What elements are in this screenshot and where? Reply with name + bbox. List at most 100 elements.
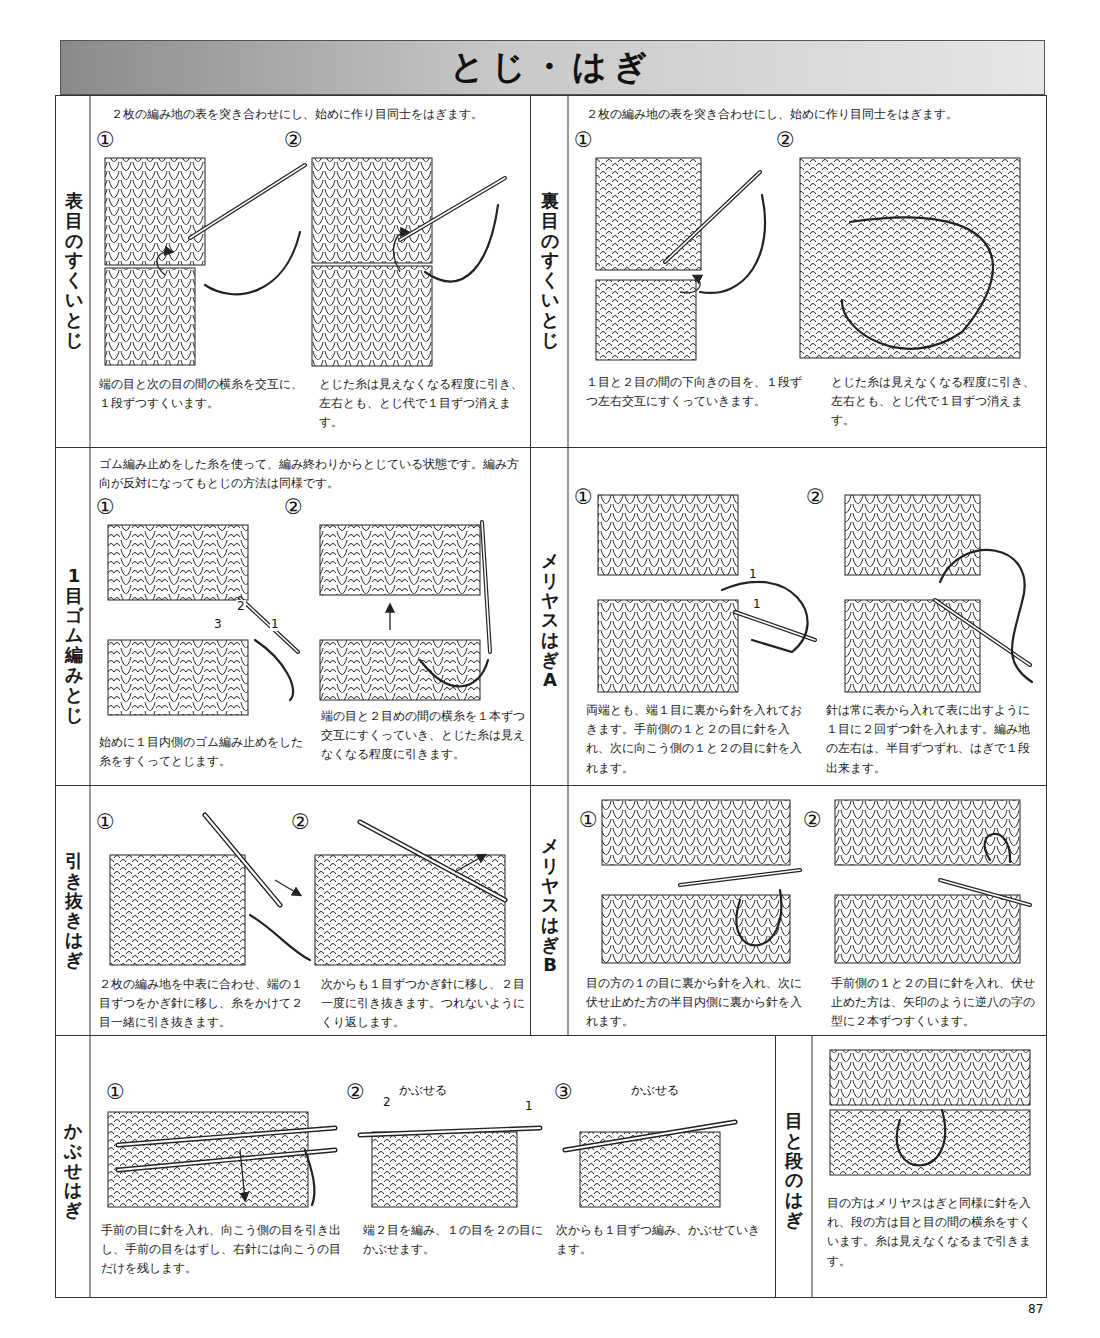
- knit-fabric: [598, 495, 738, 575]
- sewing-needle: [940, 880, 1030, 905]
- knit-fabric: [845, 600, 980, 692]
- intro-note: ゴム編み止めをした糸を使って、編み終わりからとじている状態です。編み方向が反対に…: [99, 455, 524, 493]
- knit-fabric: [105, 268, 195, 365]
- knitting-needle: [360, 1128, 540, 1135]
- callout-number: 1: [752, 598, 762, 611]
- callout-number: かぶせる: [630, 1084, 680, 1097]
- step-caption: 手前側の１と２の目に針を入れ、伏せ止めた方は、矢印のように逆八の字の型に２本ずつ…: [831, 974, 1041, 1032]
- step-caption: １目と２目の間の下向きの目を、１段ずつ左右交互にすくっていきます。: [586, 373, 806, 411]
- column-rule: [90, 95, 91, 1035]
- step-caption: 端の目と２目めの間の横糸を１本ずつ交互にすくっていき、とじた糸は見えなくなる程度…: [321, 707, 526, 765]
- knitting-needle: [118, 1150, 335, 1170]
- side-heading: 目と段のはぎ: [785, 1111, 803, 1230]
- step-caption: とじた糸は見えなくなる程度に引き、左右とも、とじ代で１目ずつ消えます。: [831, 373, 1041, 431]
- step-caption: 目の方はメリヤスはぎと同様に針を入れ、段の方は目と目の間の横糸をすくいます。糸は…: [827, 1194, 1039, 1271]
- sewing-needle: [935, 600, 1030, 665]
- step-caption: ２枚の編み地を中表に合わせ、端の１目ずつをかぎ針に移し、糸をかけて２目一緒に引き…: [99, 975, 304, 1033]
- fabric-swatches: [105, 158, 1030, 1207]
- sewing-needle: [940, 880, 1030, 905]
- step-caption: 端２目を編み、１の目を２の目にかぶせます。: [363, 1221, 543, 1259]
- callout-number: かぶせる: [398, 1084, 448, 1097]
- purl-fabric: [830, 1110, 1030, 1175]
- callout-number: 2: [382, 1096, 392, 1109]
- sewing-needle: [665, 172, 760, 262]
- sewing-needle: [935, 600, 1030, 665]
- column-rule: [90, 1035, 91, 1297]
- yarn: [305, 1150, 314, 1205]
- rib-fabric: [108, 640, 248, 715]
- step-caption: 針は常に表から入れて表に出すように１目に２回ずつ針を入れます。編み地の左右は、半…: [826, 701, 1041, 778]
- knitting-needle: [565, 1122, 735, 1150]
- sewing-needle: [680, 870, 800, 885]
- rib-fabric: [320, 640, 480, 700]
- technique-panel: メリヤスはぎA両端とも、端１目に裏から針を入れておきます。手前側の１と２の目に針…: [530, 447, 1047, 786]
- sewing-needle: [735, 612, 815, 640]
- side-heading: かぶせはぎ: [64, 1121, 82, 1220]
- step-number: ①: [573, 486, 594, 509]
- yarn: [722, 582, 808, 652]
- arrow: [240, 1150, 245, 1200]
- yarn: [205, 232, 300, 294]
- knitting-needle: [118, 1150, 335, 1170]
- knit-fabric: [105, 158, 205, 265]
- step-number: ②: [802, 809, 823, 832]
- sewing-needle: [240, 598, 298, 652]
- knit-fabric: [312, 158, 432, 263]
- knit-fabric: [602, 800, 790, 865]
- callout-number: 2: [236, 600, 246, 613]
- step-caption: 始めに１目内側のゴム編み止めをした糸をすくってとじます。: [99, 733, 304, 771]
- step-number: ①: [105, 1081, 126, 1104]
- side-heading: 1目ゴム編みとじ: [65, 566, 83, 724]
- yarn: [985, 834, 1010, 862]
- step-number: ①: [95, 129, 116, 152]
- garter-fabric: [372, 1132, 517, 1207]
- column-rule: [568, 95, 569, 1035]
- sewing-needle: [240, 598, 298, 652]
- step-number: ①: [95, 496, 116, 519]
- technique-panel: 目と段のはぎ目の方はメリヤスはぎと同様に針を入れ、段の方は目と目の間の横糸をすく…: [775, 1035, 1047, 1298]
- page-title: とじ・はぎ: [450, 44, 654, 90]
- step-caption: 端の目と次の目の間の横糸を交互に、１段ずつすくいます。: [99, 375, 304, 413]
- sewing-needle: [190, 165, 305, 238]
- sewing-needle: [665, 172, 760, 262]
- rib-fabric: [108, 525, 248, 600]
- purl-fabric: [800, 158, 1020, 358]
- side-heading: 表目のすくいとじ: [65, 191, 83, 349]
- yarn: [940, 550, 1032, 682]
- yarn-strands: [205, 195, 1032, 1205]
- crochet-hook: [360, 822, 505, 900]
- step-caption: 次からも１目ずつかぎ針に移し、２目一度に引き抜きます。つれないようにくり返します…: [321, 975, 526, 1033]
- step-number: ③: [553, 1081, 574, 1104]
- garter-fabric: [110, 855, 245, 965]
- sewing-needle: [400, 178, 505, 240]
- step-number: ②: [290, 811, 311, 834]
- sewing-needle: [400, 178, 505, 240]
- callout-number: 1: [524, 1100, 534, 1113]
- callout-number: 3: [213, 618, 223, 631]
- sewing-needle: [680, 870, 800, 885]
- yarn: [255, 640, 293, 700]
- side-heading: メリヤスはぎA: [541, 551, 559, 690]
- arrow: [389, 605, 390, 630]
- step-number: ①: [578, 809, 599, 832]
- yarn: [736, 890, 781, 945]
- step-number: ①: [573, 129, 594, 152]
- technique-panel: メリヤスはぎB目の方の１の目に裏から針を入れ、次に伏せ止めた方の半目内側に裏から…: [530, 785, 1047, 1036]
- garter-fabric: [315, 855, 505, 965]
- knit-fabric: [602, 895, 790, 963]
- crochet-hook: [205, 815, 280, 905]
- intro-note: ２枚の編み地の表を突き合わせにし、始めに作り目同士をはぎます。: [586, 105, 1036, 124]
- column-rule: [812, 1035, 813, 1297]
- yarn: [425, 205, 498, 281]
- step-caption: 目の方の１の目に裏から針を入れ、次に伏せ止めた方の半目内側に裏から針を入れます。: [586, 974, 806, 1032]
- knit-fabric: [835, 895, 1020, 963]
- knit-fabric: [312, 266, 432, 366]
- sewing-needle: [482, 522, 490, 652]
- knitting-needle: [565, 1122, 735, 1150]
- page-number: 87: [1027, 1303, 1044, 1316]
- step-number: ②: [805, 486, 826, 509]
- frame-lines: [90, 95, 812, 1297]
- intro-note: ２枚の編み地の表を突き合わせにし、始めに作り目同士をはぎます。: [111, 105, 526, 124]
- step-number: ②: [283, 496, 304, 519]
